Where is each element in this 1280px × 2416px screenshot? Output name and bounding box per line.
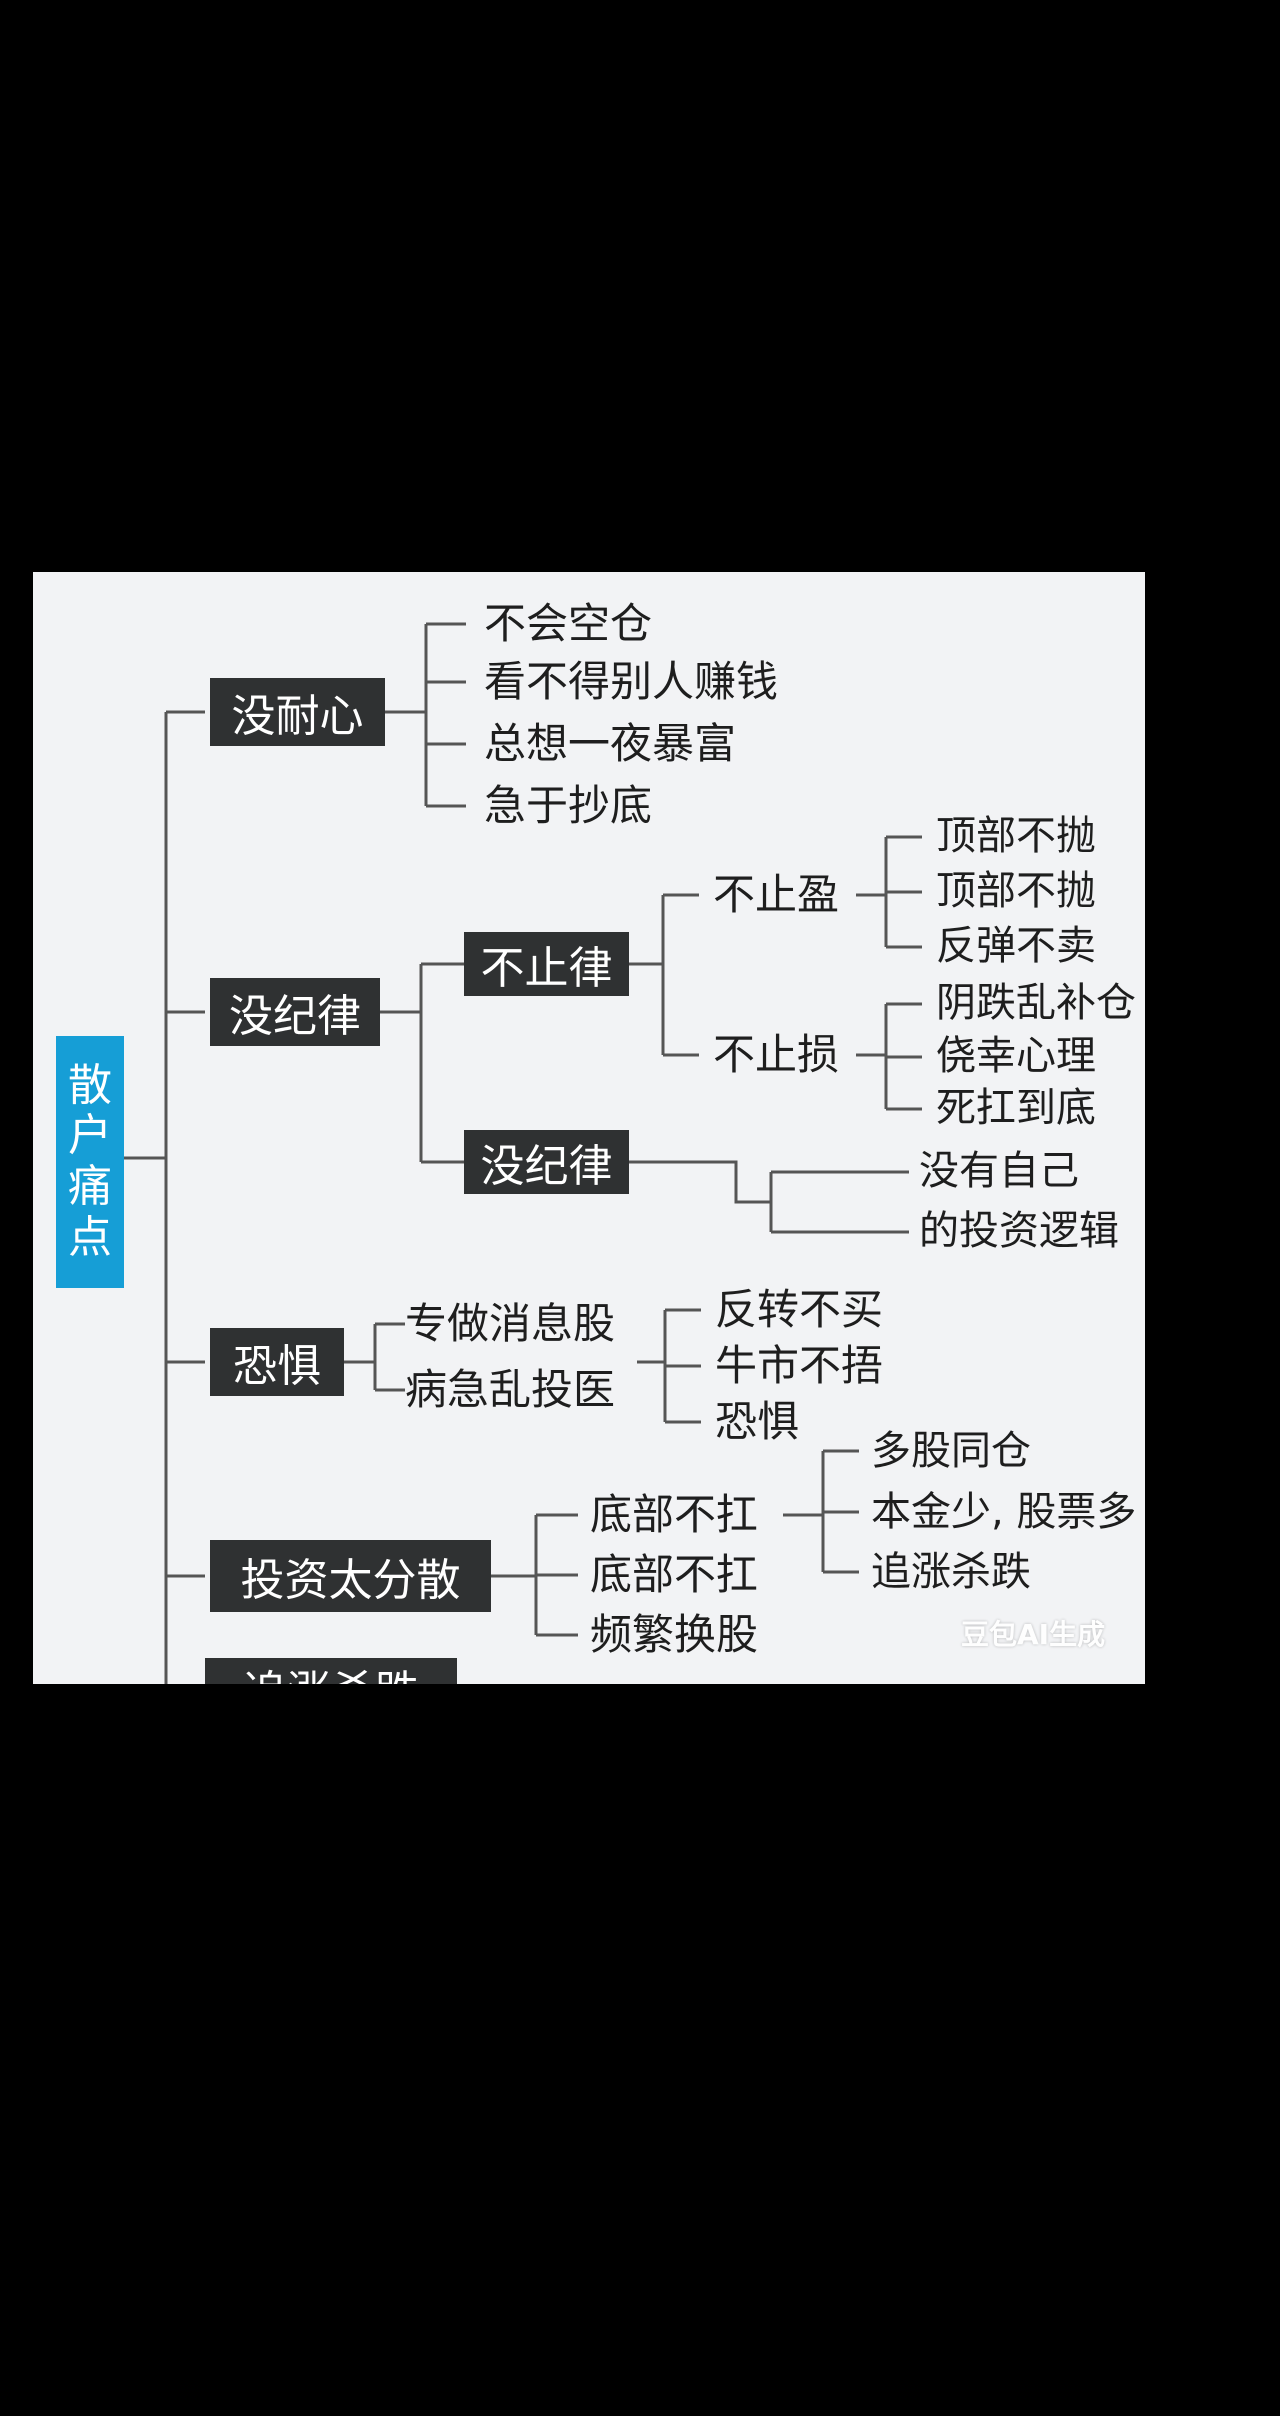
watermark: 豆包AI生成 — [961, 1618, 1106, 1651]
leaf-item: 总想一夜暴富 — [484, 719, 737, 768]
leaf-item: 顶部不抛 — [936, 813, 1096, 859]
leaf-item: 频繁换股 — [590, 1610, 759, 1659]
leaf-item: 反转不买 — [715, 1285, 884, 1334]
sub-branch-no-discipline: 没纪律 — [464, 1130, 629, 1194]
leaf-item: 侥幸心理 — [936, 1033, 1096, 1079]
mindmap-panel: 散 户 痛 点 没耐心 不会空仓 看不得别人赚钱 总想一夜暴富 急于抄底 没纪律… — [33, 572, 1145, 1684]
leaf-item: 不会空仓 — [484, 599, 653, 648]
sub-sub-branch-no-stop-loss: 不止损 — [713, 1030, 840, 1079]
sub-sub-branch-no-take-profit: 不止盈 — [713, 870, 840, 919]
branch-chase-rise: 追涨杀跌 — [205, 1658, 457, 1684]
sub-branch-no-stop: 不止律 — [464, 932, 629, 996]
branch-no-patience: 没耐心 — [210, 678, 385, 746]
leaf-item: 看不得别人赚钱 — [484, 657, 779, 706]
leaf-item: 底部不扛 — [590, 1490, 759, 1539]
leaf-item: 多股同仓 — [871, 1428, 1031, 1474]
root-char: 散 — [68, 1059, 112, 1111]
leaf-item: 急于抄底 — [484, 781, 653, 830]
leaf-item: 死扛到底 — [936, 1085, 1096, 1131]
leaf-item: 恐惧 — [715, 1397, 800, 1446]
branch-chase-rise-cut: 追涨杀跌 — [205, 1652, 457, 1684]
leaf-item: 顶部不抛 — [936, 868, 1096, 914]
leaf-item: 病急乱投医 — [405, 1365, 616, 1414]
root-char: 痛 — [68, 1161, 112, 1212]
root-node: 散 户 痛 点 — [56, 1036, 124, 1288]
branch-too-diversified: 投资太分散 — [210, 1540, 491, 1612]
root-char: 点 — [68, 1211, 112, 1263]
leaf-item: 专做消息股 — [405, 1299, 616, 1348]
root-char: 户 — [68, 1110, 112, 1162]
leaf-item: 追涨杀跌 — [871, 1549, 1031, 1595]
branch-no-discipline: 没纪律 — [210, 978, 380, 1046]
leaf-item: 的投资逻辑 — [919, 1208, 1119, 1254]
leaf-item: 本金少, 股票多 — [871, 1489, 1137, 1535]
connector-lines — [124, 622, 922, 1684]
leaf-item: 反弹不卖 — [936, 923, 1096, 969]
branch-fear: 恐惧 — [210, 1328, 344, 1396]
leaf-item: 底部不扛 — [590, 1550, 759, 1599]
leaf-item: 没有自己 — [919, 1148, 1079, 1194]
leaf-item: 牛市不捂 — [715, 1341, 884, 1390]
leaf-item: 阴跌乱补仓 — [936, 980, 1136, 1026]
